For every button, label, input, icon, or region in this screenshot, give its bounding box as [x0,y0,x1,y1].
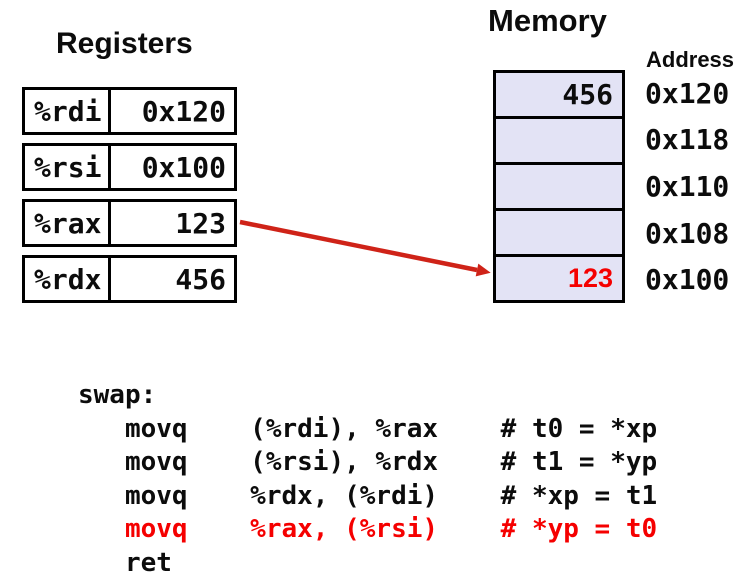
code-line-movq-2: movq (%rsi), %rdx # t1 = *yp [78,447,658,477]
code-line-movq-3: movq %rdx, (%rdi) # *xp = t1 [78,480,658,511]
code-line-swap-label: swap: [78,380,157,410]
code-line-ret: ret [78,547,172,578]
register-name-rsi: %rsi [25,146,111,188]
memory-cell-0x118 [496,116,622,162]
register-value-rsi: 0x100 [141,150,226,184]
register-name-rdi: %rdi [25,90,111,132]
register-row-rdi: %rdi 0x120 [22,87,237,135]
address-0x120: 0x120 [645,76,730,110]
register-row-rsi: %rsi 0x100 [22,143,237,191]
address-column: 0x120 0x118 0x110 0x108 0x100 [645,70,745,303]
address-column-label: Address [646,47,735,72]
register-value-rdx: 456 [175,262,226,296]
code-line-movq-1: movq (%rdi), %rax # t0 = *xp [78,413,658,444]
memory-cell-0x120: 456 [562,78,613,111]
code-line-movq-4-highlighted: movq %rax, (%rsi) # *yp = t0 [78,514,658,544]
memory-title: Memory [488,3,607,38]
memory-table: 456 123 [493,70,625,303]
memory-cell-0x110 [496,162,622,208]
rax-to-memory-arrow-icon [239,219,491,277]
register-value-rdi: 0x120 [141,94,226,128]
address-0x108: 0x108 [645,216,730,250]
address-0x110: 0x110 [645,169,730,203]
memory-cell-0x100: 123 [496,254,622,300]
assembly-code-block: swap: movq (%rdi), %rax # t0 = *xp movq … [78,379,657,580]
memory-cell-0x108 [496,208,622,254]
register-value-rax: 123 [175,206,226,240]
register-row-rdx: %rdx 456 [22,255,237,303]
register-table: %rdi 0x120 %rsi 0x100 %rax 123 %rdx 456 [22,87,237,303]
address-0x100: 0x100 [645,263,730,297]
registers-title: Registers [56,27,193,60]
register-row-rax: %rax 123 [22,199,237,247]
address-0x118: 0x118 [645,123,730,157]
register-name-rax: %rax [25,202,111,244]
register-name-rdx: %rdx [25,258,111,300]
